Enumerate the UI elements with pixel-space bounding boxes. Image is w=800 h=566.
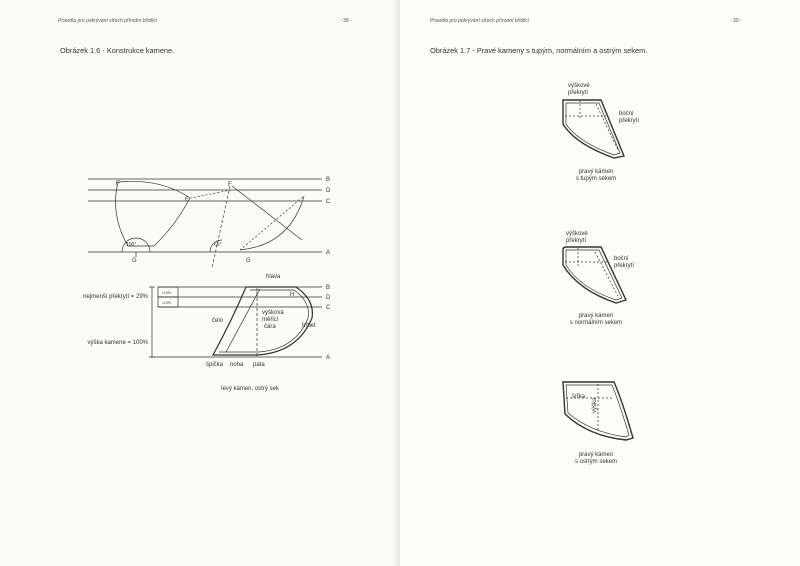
fig3-width-label: šířka [572,394,586,400]
point-g-1: G [132,258,137,264]
construction-diagram-top: F F E G G 100° 65° B D C A [88,177,331,269]
fig2-side-label-1: boční [614,256,629,262]
fig3-caption-1: pravý kámen [578,452,614,458]
right-page-header: Pravidla pro pokrývání střech přírodní b… [430,18,530,24]
point-f-1: F [116,181,120,187]
angle-100: 100° [126,242,136,248]
label-celo: čelo [212,318,224,324]
point-i: I [256,292,258,298]
line-a-top: A [326,250,330,256]
label-pata: pata [253,362,265,368]
left-page: Pravidla pro pokrývání střech přírodní b… [0,0,400,566]
line-c-bottom: C [326,305,331,311]
line-a-bottom: A [326,355,330,361]
dim-10-percent: ≈10% [162,291,171,295]
point-e: E [185,197,189,203]
fig1-side-label-2: překrytí [619,118,640,124]
left-figure-caption: levý kámen, ostrý sek [221,386,279,392]
right-page: Pravidla pro pokrývání střech přírodní b… [400,0,800,566]
fig2-top-label-2: překrytí [566,238,587,244]
left-caption: Obrázek 1.6 - Konstrukce kamene. [60,46,175,55]
fig2-caption-1: pravý kámen [578,313,614,319]
left-page-number: - 38 - [340,18,352,24]
fig3-height-label: výška [592,397,598,413]
fig3-caption-2: s ostrým sekem [574,459,617,465]
dim-19-percent: ≈19% [162,301,171,305]
fig1-side-label-1: boční [619,111,634,117]
point-h: H [290,292,294,298]
angle-65: 65° [214,242,222,248]
line-b-top: B [326,177,330,183]
label-height: výška kamene = 100% [87,340,148,346]
fig1-caption-1: pravý kámen [578,169,614,175]
label-noha: noha [230,362,244,368]
fig2-caption-2: s normálním sekem [569,320,623,326]
line-d-top: D [326,188,331,194]
stone-diagram-bottom: ≈10% ≈19% I H B D C A [149,285,331,361]
label-hlava: hlava [266,274,281,280]
line-b-bottom: B [326,285,330,291]
label-vyskova-2: měřicí [262,317,279,323]
fig2-top-label-1: výškové [566,231,588,237]
fig1-top-label-1: výškové [568,83,590,89]
right-caption: Obrázek 1.7 - Pravé kameny s tupým, norm… [430,46,648,55]
point-g-2: G [246,258,251,264]
fig2-side-label-2: překrytí [614,263,635,269]
left-page-header: Pravidla pro pokrývání střech přírodní b… [58,18,158,24]
label-vyskova-1: výšková [262,310,284,316]
label-overlap: nejmenší překrytí = 29% [83,294,148,300]
label-vyskova-3: čára [264,324,276,330]
label-spicka: špička [206,362,224,368]
point-f-2: F [228,182,232,188]
right-page-number: - 39 - [730,18,742,24]
label-hrbet: hřbet [302,323,316,329]
fig1-caption-2: s tupým sekem [575,176,617,182]
line-d-bottom: D [326,295,331,301]
line-c-top: C [326,199,331,205]
fig1-top-label-2: překrytí [568,90,589,96]
stone-figures-right [562,99,634,441]
